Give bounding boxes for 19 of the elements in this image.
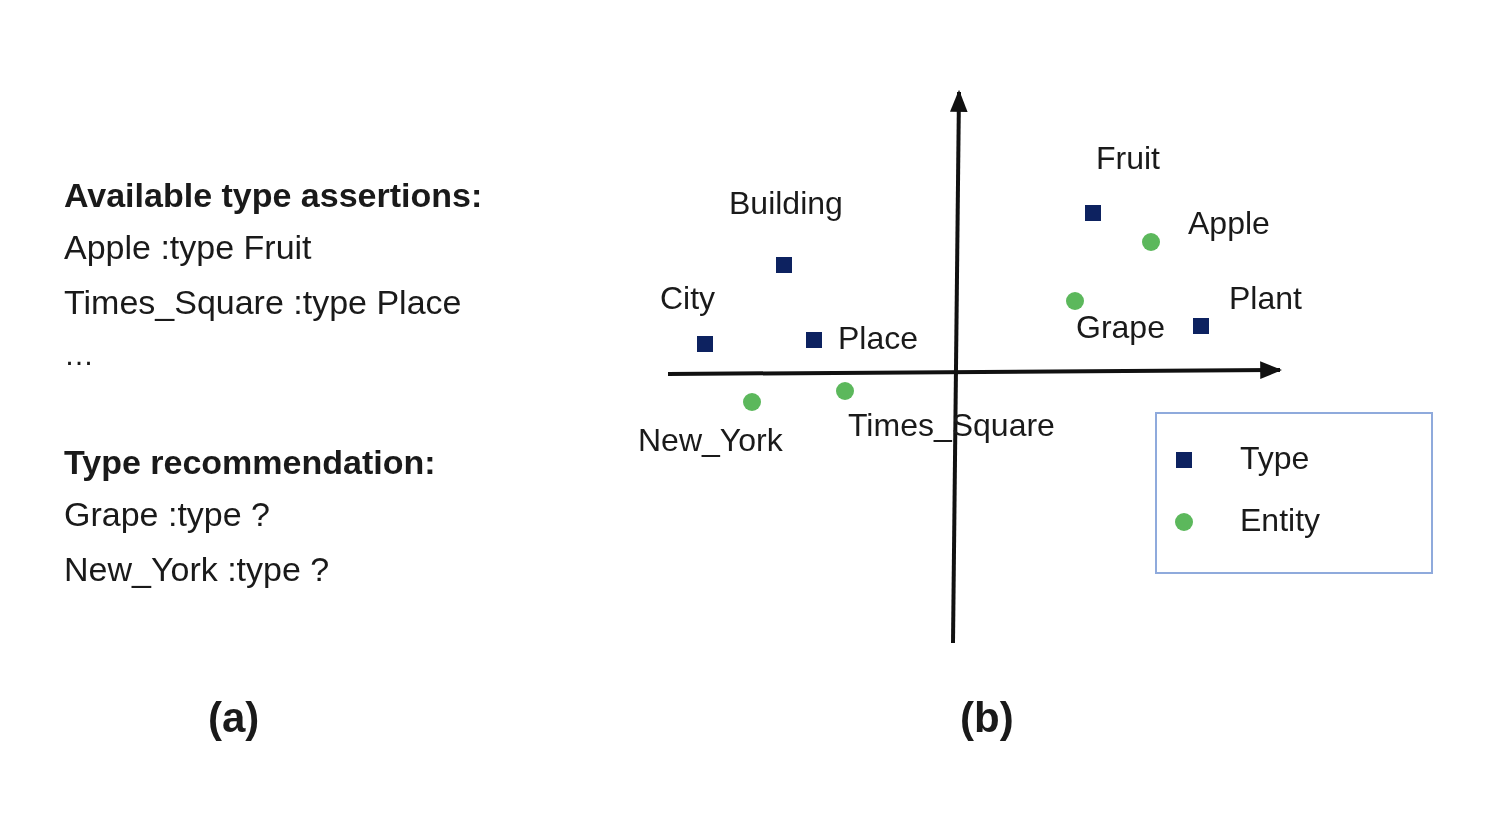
assertion-text: New_York :type ?	[64, 550, 330, 590]
point-label: Fruit	[1096, 140, 1160, 177]
legend-label: Type	[1240, 440, 1310, 477]
assertion-text: Apple :type Fruit	[64, 228, 312, 268]
point-label: City	[660, 280, 716, 317]
point-label: Plant	[1229, 280, 1302, 317]
point-label: Place	[838, 320, 919, 357]
point-label: Building	[729, 185, 843, 222]
point-label: Grape	[1076, 309, 1165, 346]
heading: Type recommendation:	[64, 443, 436, 483]
panel-label: (b)	[960, 694, 1014, 743]
ellipsis: …	[64, 338, 94, 373]
panel-label: (a)	[208, 694, 260, 743]
heading: Available type assertions:	[64, 176, 483, 216]
legend-label: Entity	[1240, 502, 1321, 539]
assertion-text: Times_Square :type Place	[64, 283, 462, 323]
point-label: Apple	[1188, 205, 1270, 242]
point-label: New_York	[638, 422, 783, 459]
assertion-text: Grape :type ?	[64, 495, 270, 535]
